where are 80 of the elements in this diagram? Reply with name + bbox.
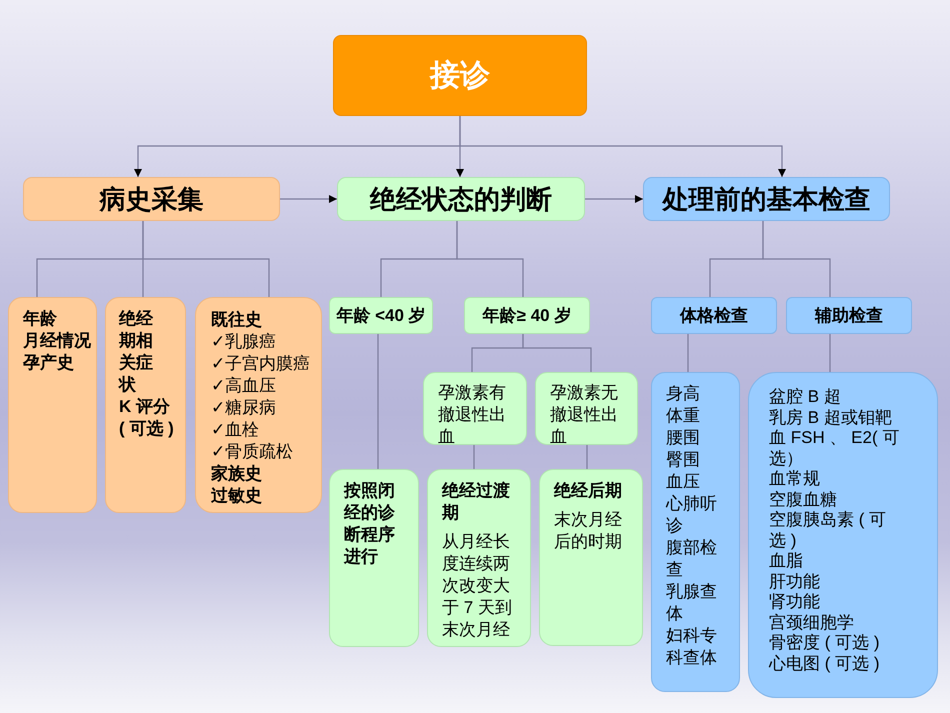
info-card [8,297,97,513]
info-card [105,297,186,513]
box-heading: 年龄 <40 岁 [336,304,426,326]
box-text: 心电图 ( 可选 ) [769,654,880,674]
box-text: 腰围 [666,427,700,449]
condition-box [464,297,590,334]
box-text: 妇科专科查体 [666,625,718,669]
box-text: 孕激素有撤退性出血 [438,382,507,448]
box-text: 肾功能 [769,592,820,612]
connector-line [829,334,831,372]
box-heading: 家族史 [211,463,262,485]
box-text: 乳房 B 超或钼靶 [769,408,892,428]
box-heading: K 评分 ( 可选 ) [119,396,175,440]
box-heading: 绝经状态的判断 [370,183,552,216]
box-heading: 接诊 [430,58,490,94]
box-text: 乳腺查体 [666,581,718,625]
condition-box [329,297,433,334]
category-box [651,297,777,334]
box-text: 血 FSH 、 E2( 可选） [769,428,900,469]
connector-arrow [280,195,337,203]
category-box [643,177,890,221]
connector-line [473,445,475,469]
box-text: ✓血栓 [211,419,259,441]
box-heading: 绝经后期 [554,480,622,502]
box-heading: 孕产史 [23,352,74,374]
box-heading: 辅助检查 [815,304,883,326]
box-text: 末次月经后的时期 [554,509,623,553]
category-box [337,177,585,221]
info-card [748,372,938,698]
condition-box [423,372,527,445]
result-card [329,469,419,647]
box-text: 血常规 [769,469,820,490]
box-text: 宫颈细胞学 [769,612,854,633]
box-text: 骨密度 ( 可选 ) [769,633,880,654]
start-box [333,35,587,116]
box-text: 腹部检查 [666,537,718,581]
box-heading: 病史采集 [100,183,204,216]
box-text: 盆腔 B 超 [769,387,841,408]
box-text: 体重 [666,405,700,427]
connector-line [586,445,588,469]
box-text: 臀围 [666,449,700,471]
box-heading: 按照闭经的诊断程序进行 [344,480,396,568]
connector-line [142,221,270,297]
connector-arrow [585,195,643,203]
category-box [786,297,912,334]
result-card [539,469,643,646]
connector-arrow [459,116,786,177]
connector-line [687,334,689,372]
connector-line [762,221,831,297]
box-heading: 月经情况 [23,330,91,352]
box-text: 空腹血糖 [769,490,837,510]
box-text: ✓高血压 [211,375,276,397]
info-card [195,297,322,513]
box-text: 血压 [666,471,700,493]
box-text: 肝功能 [769,572,820,592]
box-text: ✓骨质疏松 [211,441,293,463]
box-heading: 体格检查 [680,304,748,326]
box-heading: 过敏史 [211,485,262,507]
box-text: 心肺听诊 [666,493,718,537]
condition-box [535,372,638,445]
box-text: 从月经长度连续两次改变大于 7 天到末次月经 [442,531,513,641]
category-box [23,177,280,221]
box-text: ✓乳腺癌 [211,331,276,353]
box-text: ✓糖尿病 [211,397,276,419]
box-text: 身高 [666,383,700,405]
box-heading: 既往史 [211,309,262,331]
connector-line [456,221,524,297]
box-heading: 年龄≥ 40 岁 [482,304,572,326]
box-text: 空腹胰岛素 ( 可选 ) [769,510,888,551]
connector-line [522,334,592,372]
connector-line [377,334,379,469]
box-heading: 绝经过渡期 [442,480,511,524]
box-text: ✓子宫内膜癌 [211,353,310,375]
box-text: 孕激素无撤退性出血 [550,382,619,448]
box-heading: 处理前的基本检查 [662,183,870,216]
info-card [651,372,740,692]
box-heading: 年龄 [23,308,57,330]
box-text: 血脂 [769,551,803,572]
result-card [427,469,531,647]
box-heading: 绝经期相关症状 [119,308,154,396]
